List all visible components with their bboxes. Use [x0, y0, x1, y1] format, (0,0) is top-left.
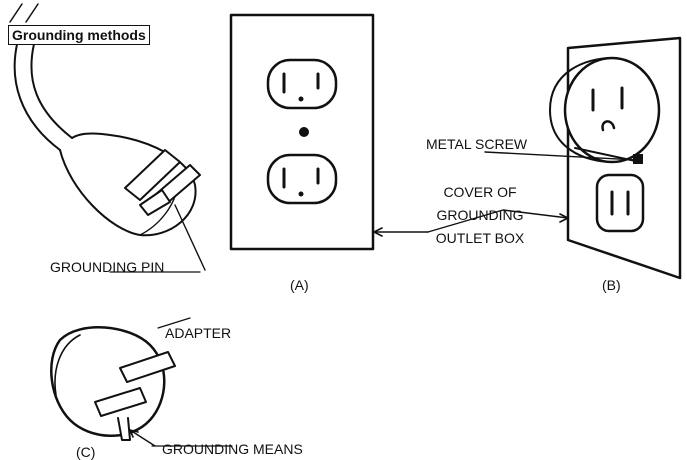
- adapter-label: ADAPTER: [165, 325, 232, 341]
- adapter-illustration: [50, 317, 233, 447]
- wall-outlet-adapter-illustration: [484, 36, 682, 280]
- grounding-pin-label: GROUNDING PIN: [50, 259, 165, 275]
- three-prong-plug-illustration: [9, 3, 206, 273]
- caption-b: (B): [602, 277, 621, 293]
- cover-label-line2: GROUNDING: [436, 207, 524, 223]
- grounding-means-label: GROUNDING MEANS: [162, 441, 303, 457]
- metal-screw-label: METAL SCREW: [426, 136, 528, 152]
- cover-label-line3: OUTLET BOX: [435, 230, 525, 246]
- caption-a: (A): [290, 277, 309, 293]
- cover-box-pointer-arrows: [373, 209, 569, 237]
- duplex-receptacle-illustration: [229, 13, 375, 251]
- diagram-title: Grounding methods: [8, 25, 150, 45]
- cover-label-line1: COVER OF: [443, 184, 517, 200]
- caption-c: (C): [76, 444, 96, 460]
